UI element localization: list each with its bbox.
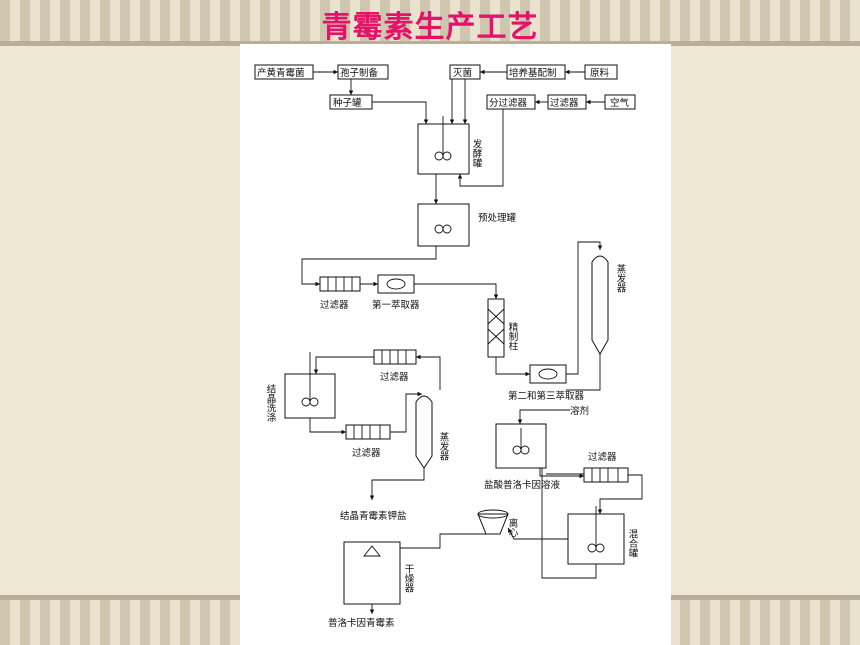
medium-prep-label: 培养基配制 <box>509 67 557 79</box>
sub-filter-label: 分过滤器 <box>489 97 528 109</box>
air-filter-label: 过滤器 <box>550 97 579 109</box>
filter1-box <box>319 276 361 292</box>
extractor1-box <box>377 274 415 294</box>
procaine-penicillin-label: 普洛卡因青霉素 <box>328 617 395 629</box>
centrifuge-label: 离心 <box>507 517 519 537</box>
evaporator1-label: 蒸发器 <box>615 263 627 292</box>
dryer-label: 干燥器 <box>403 564 415 593</box>
page-title: 青霉素生产工艺 <box>321 10 539 45</box>
filter4-label: 过滤器 <box>588 451 617 463</box>
evaporator1-vessel <box>591 255 609 356</box>
air-label: 空气 <box>610 97 630 109</box>
filter2-box <box>373 349 417 365</box>
pretreat-tank <box>417 203 470 247</box>
procaine-solution-label: 盐酸普洛卡因溶液 <box>484 479 561 491</box>
dryer-box <box>343 541 401 605</box>
fermenter-label: 发酵罐 <box>471 138 483 168</box>
spore-prep-label: 孢子制备 <box>340 67 379 79</box>
pretreat-tank-label: 预处理罐 <box>478 212 517 224</box>
extractor1-label: 第一萃取器 <box>372 299 420 311</box>
process-flow-diagram: 产黄青霉菌 孢子制备 种子罐 灭菌 培养基配制 原料 分过滤器 过滤器 空气 发… <box>254 64 643 629</box>
seed-tank-label: 种子罐 <box>333 97 362 109</box>
process-diagram-panel: 产黄青霉菌 孢子制备 种子罐 灭菌 培养基配制 原料 分过滤器 过滤器 空气 发… <box>240 44 671 645</box>
filter2-label: 过滤器 <box>380 371 409 383</box>
evaporator2-label: 蒸发器 <box>438 431 450 460</box>
fermenter-tank <box>417 123 470 175</box>
refining-column <box>487 298 505 358</box>
centrifuge-icon <box>477 513 509 535</box>
extractor23-label: 第二和第三萃取器 <box>508 390 585 402</box>
dryer-triangle-icon <box>363 545 381 557</box>
filter4-box <box>583 467 629 483</box>
evaporator2-vessel <box>415 395 433 469</box>
filter1-label: 过滤器 <box>320 299 349 311</box>
crystal-wash-label: 结晶洗涤 <box>265 383 277 422</box>
decorative-border-top <box>0 0 860 46</box>
mixing-tank-label: 混合罐 <box>627 529 639 558</box>
raw-material-label: 原料 <box>590 67 610 79</box>
solvent-label: 溶剂 <box>570 405 589 417</box>
filter3-label: 过滤器 <box>352 447 381 459</box>
refining-column-label: 精制柱 <box>507 321 519 351</box>
penicillium-label: 产黄青霉菌 <box>257 67 305 79</box>
filter3-box <box>345 424 391 440</box>
potassium-salt-label: 结晶青霉素钾盐 <box>340 510 407 522</box>
sterilization-label: 灭菌 <box>453 67 472 79</box>
extractor23-box <box>529 364 567 384</box>
